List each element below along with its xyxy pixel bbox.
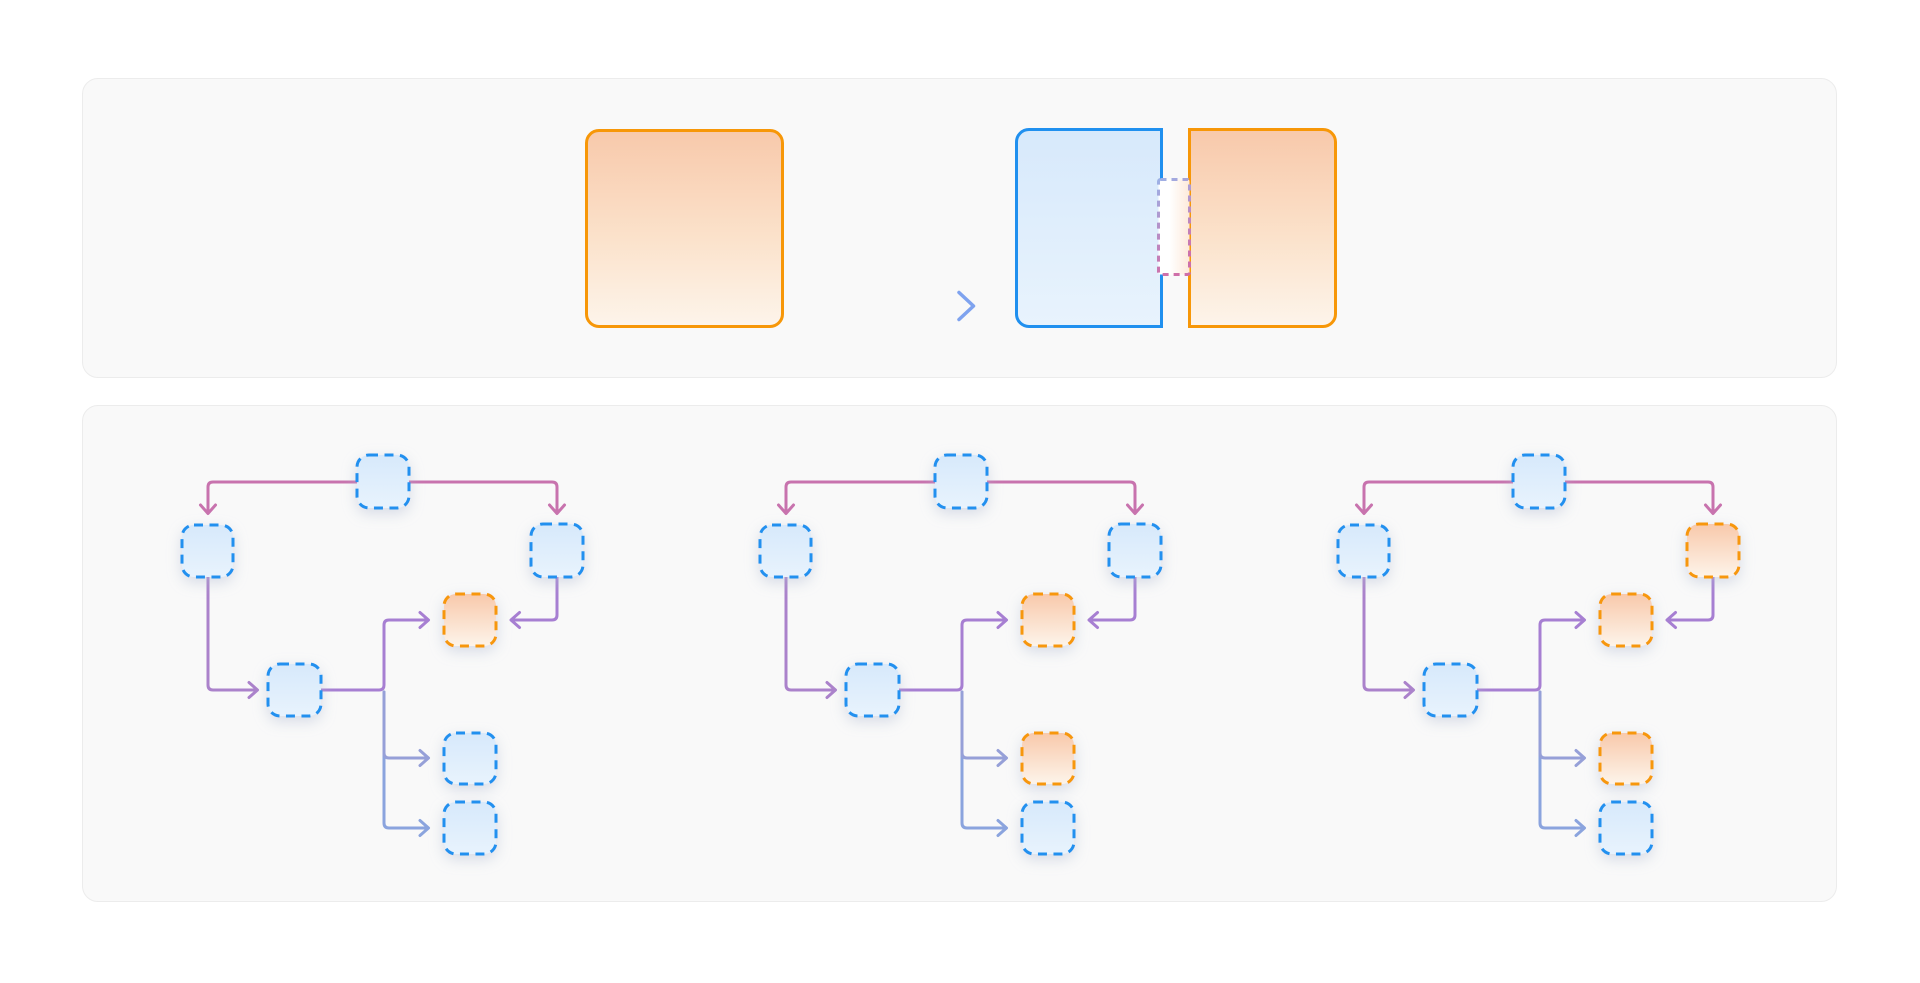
tree-node-right-blue xyxy=(529,522,585,579)
result-blue-half-square xyxy=(1015,128,1163,328)
source-orange-square xyxy=(585,129,784,328)
component-tree-2 xyxy=(758,453,1163,856)
tree-node-bottom1-blue xyxy=(442,731,498,786)
tree-edge-root-left xyxy=(1355,480,1515,515)
tree-edge-mid-bottom1 xyxy=(382,690,430,767)
arrowhead-icon xyxy=(996,749,1008,767)
tree-node-root-blue xyxy=(355,453,411,510)
tree-node-bottom1-orange xyxy=(1598,731,1654,786)
tree-edge-root-right xyxy=(1563,480,1722,515)
tree-node-right-blue xyxy=(1107,522,1163,579)
tree-edge-mid-bottom2 xyxy=(1538,690,1586,837)
arrowhead-icon xyxy=(418,611,430,629)
arrowhead-icon xyxy=(996,611,1008,629)
tree-node-mid-blue xyxy=(1422,662,1479,718)
arrowhead-icon xyxy=(509,611,521,629)
tree-node-bottom2-blue xyxy=(1020,800,1076,856)
tree-edge-right-topRight xyxy=(1087,575,1137,629)
tree-node-right-orange xyxy=(1685,522,1741,579)
tree-edge-root-left xyxy=(777,480,937,515)
arrowhead-icon xyxy=(418,749,430,767)
tree-node-root-blue xyxy=(933,453,989,510)
tree-node-left-blue xyxy=(758,523,813,579)
arrowhead-icon xyxy=(1403,681,1415,699)
tree-edge-mid-topRight xyxy=(897,611,1008,692)
transform-panel xyxy=(82,78,1837,378)
tree-edge-root-right xyxy=(985,480,1144,515)
tree-node-mid-blue xyxy=(844,662,901,718)
tree-edge-mid-topRight xyxy=(319,611,430,692)
tree-node-left-blue xyxy=(180,523,235,579)
tree-node-bottom2-blue xyxy=(442,800,498,856)
tree-edge-root-right xyxy=(407,480,566,515)
tree-node-mid-blue xyxy=(266,662,323,718)
arrowhead-icon xyxy=(1665,611,1677,629)
arrowhead-icon xyxy=(1087,611,1099,629)
tree-edge-mid-bottom2 xyxy=(960,690,1008,837)
arrowhead-icon xyxy=(199,503,217,515)
tree-edge-mid-bottom2 xyxy=(382,690,430,837)
result-orange-half-square xyxy=(1188,128,1337,328)
tree-node-topRight-orange xyxy=(1020,592,1076,648)
arrowhead-icon xyxy=(418,819,430,837)
arrowhead-icon xyxy=(1704,503,1722,515)
tree-edge-mid-topRight xyxy=(1475,611,1586,692)
component-tree-1 xyxy=(180,453,585,856)
dashed-bridge-connector-icon xyxy=(1157,178,1191,276)
tree-edge-root-left xyxy=(199,480,359,515)
tree-node-topRight-orange xyxy=(442,592,498,648)
tree-edge-left-mid xyxy=(784,575,837,699)
tree-edge-mid-bottom1 xyxy=(960,690,1008,767)
tree-variants-panel xyxy=(82,405,1837,902)
tree-edge-right-topRight xyxy=(509,575,559,629)
arrowhead-icon xyxy=(825,681,837,699)
flow-arrow-icon xyxy=(806,290,976,322)
tree-node-bottom1-orange xyxy=(1020,731,1076,786)
tree-edge-mid-bottom1 xyxy=(1538,690,1586,767)
tree-edge-left-mid xyxy=(206,575,259,699)
arrowhead-icon xyxy=(1574,749,1586,767)
arrowhead-icon xyxy=(777,503,795,515)
arrowhead-icon xyxy=(247,681,259,699)
tree-node-topRight-orange xyxy=(1598,592,1654,648)
arrowhead-icon xyxy=(996,819,1008,837)
tree-node-left-blue xyxy=(1336,523,1391,579)
tree-edge-right-topRight xyxy=(1665,575,1715,629)
component-tree-3 xyxy=(1336,453,1741,856)
arrowhead-icon xyxy=(1355,503,1373,515)
tree-node-root-blue xyxy=(1511,453,1567,510)
tree-edge-left-mid xyxy=(1362,575,1415,699)
arrowhead-icon xyxy=(1126,503,1144,515)
tree-node-bottom2-blue xyxy=(1598,800,1654,856)
arrowhead-icon xyxy=(1574,819,1586,837)
arrowhead-icon xyxy=(548,503,566,515)
arrowhead-icon xyxy=(1574,611,1586,629)
